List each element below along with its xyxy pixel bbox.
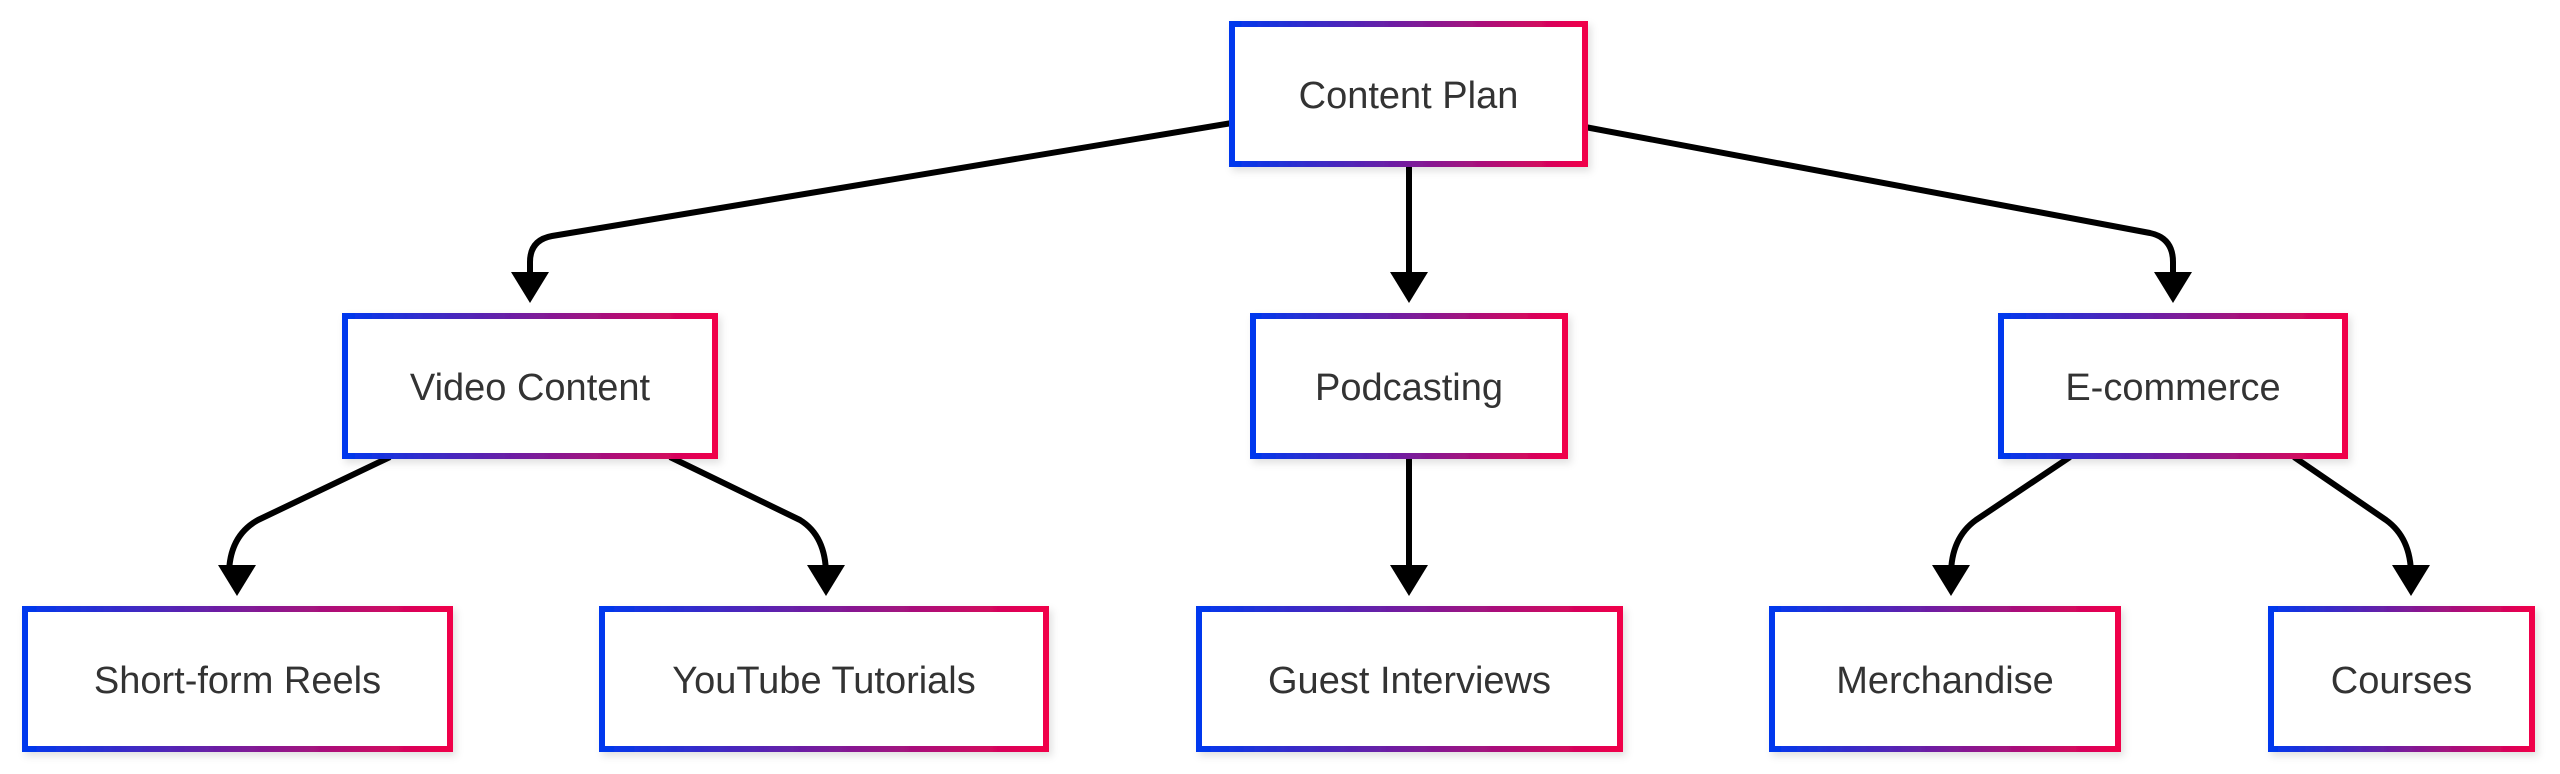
arrowhead-icon: [1390, 565, 1428, 596]
arrowhead-icon: [2154, 272, 2192, 303]
node-label: Video Content: [410, 367, 651, 409]
arrowhead-icon: [807, 565, 845, 596]
edge-content-plan-to-e-commerce: [1584, 124, 2192, 303]
node-label: Content Plan: [1299, 75, 1519, 117]
node-box[interactable]: [1229, 21, 1588, 167]
node-box[interactable]: [342, 313, 718, 459]
node-label: Merchandise: [1836, 660, 2054, 702]
arrowhead-icon: [218, 565, 256, 596]
node-video-content[interactable]: Video Content: [342, 313, 718, 459]
edge-e-commerce-to-merchandise: [1932, 454, 2072, 596]
node-label: Guest Interviews: [1268, 660, 1551, 702]
node-label: YouTube Tutorials: [672, 660, 976, 702]
node-youtube-tutorials[interactable]: YouTube Tutorials: [599, 606, 1049, 752]
node-box[interactable]: [1196, 606, 1623, 752]
edge-line: [1948, 454, 2072, 578]
node-box[interactable]: [2268, 606, 2535, 752]
edge-video-content-to-youtube-tutorials: [668, 454, 845, 596]
node-box[interactable]: [22, 606, 453, 752]
node-podcasting[interactable]: Podcasting: [1250, 313, 1568, 459]
node-e-commerce[interactable]: E-commerce: [1998, 313, 2348, 459]
edge-line: [668, 454, 829, 578]
edge-podcasting-to-guest-interviews: [1390, 456, 1428, 596]
node-label: Podcasting: [1315, 367, 1503, 409]
arrowhead-icon: [2392, 565, 2430, 596]
node-courses[interactable]: Courses: [2268, 606, 2535, 752]
arrowhead-icon: [1390, 272, 1428, 303]
edges-layer: [218, 120, 2430, 596]
arrowhead-icon: [1932, 565, 1970, 596]
node-label: Courses: [2331, 660, 2473, 702]
edge-line: [1584, 124, 2176, 272]
node-box[interactable]: [1998, 313, 2348, 459]
node-content-plan[interactable]: Content Plan: [1229, 21, 1588, 167]
node-box[interactable]: [1250, 313, 1568, 459]
edge-content-plan-to-podcasting: [1390, 164, 1428, 303]
node-label: Short-form Reels: [94, 660, 381, 702]
edge-line: [2292, 454, 2414, 578]
node-guest-interviews[interactable]: Guest Interviews: [1196, 606, 1623, 752]
node-label: E-commerce: [2065, 367, 2280, 409]
arrowhead-icon: [511, 272, 549, 303]
edge-e-commerce-to-courses: [2292, 454, 2430, 596]
node-box[interactable]: [1769, 606, 2121, 752]
node-box[interactable]: [599, 606, 1049, 752]
node-short-form-reels[interactable]: Short-form Reels: [22, 606, 453, 752]
edge-line: [226, 454, 392, 578]
edge-video-content-to-short-form-reels: [218, 454, 392, 596]
edge-content-plan-to-video-content: [511, 120, 1233, 303]
edge-line: [527, 120, 1233, 272]
node-merchandise[interactable]: Merchandise: [1769, 606, 2121, 752]
